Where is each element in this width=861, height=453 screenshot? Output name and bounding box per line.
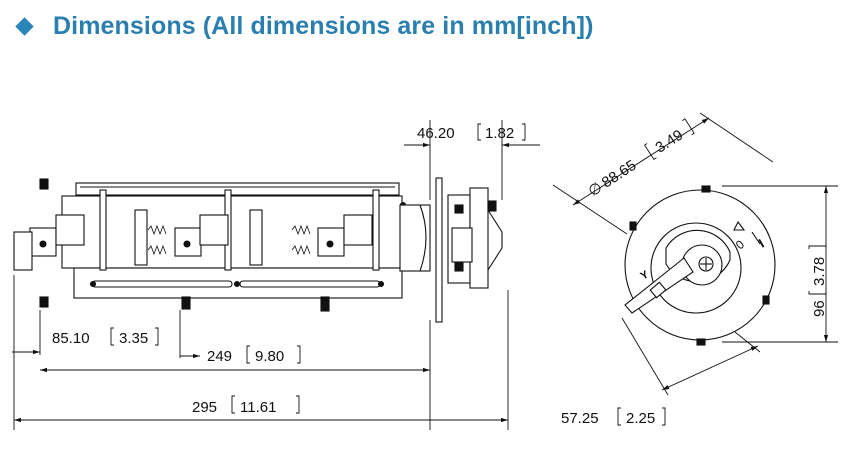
dim-overall-inch: 11.61 [240,399,276,416]
front-view [624,185,776,346]
dim-rotation-inch: 2.25 [626,410,655,427]
dim-flange-inch: 1.82 [485,125,514,142]
dim-flange-mm: 46.20 [417,125,455,142]
dim-rotation: 57.25 2.25 [561,407,666,427]
dim-diameter-mm: 88.65 [599,157,640,192]
dim-height-inch: 3.78 [811,257,828,286]
dim-flange: 46.20 1.82 [417,123,526,142]
dim-overall-length: 295 11.61 [192,395,300,416]
side-view [13,177,503,323]
dim-offset-mm: 85.10 [52,330,90,347]
dim-diameter: ∅ 88.65 3.49 [585,118,695,200]
dim-overall-mm: 295 [192,399,217,416]
page-title: Dimensions (All dimensions are in mm[inc… [53,11,594,40]
dim-rotation-mm: 57.25 [561,410,599,427]
dim-body-inch: 9.80 [255,348,284,365]
dim-offset-inch: 3.35 [119,330,148,347]
section-heading: Dimensions (All dimensions are in mm[inc… [10,8,594,44]
dim-height: 96 3.78 [808,245,828,317]
dim-diameter-inch: 3.49 [652,126,686,156]
position-on-label: I [756,236,767,251]
dim-offset: 85.10 3.35 [52,327,159,347]
dim-height-mm: 96 [811,300,828,317]
dim-body-length: 249 9.80 [207,345,301,365]
dim-body-mm: 249 [207,348,232,365]
